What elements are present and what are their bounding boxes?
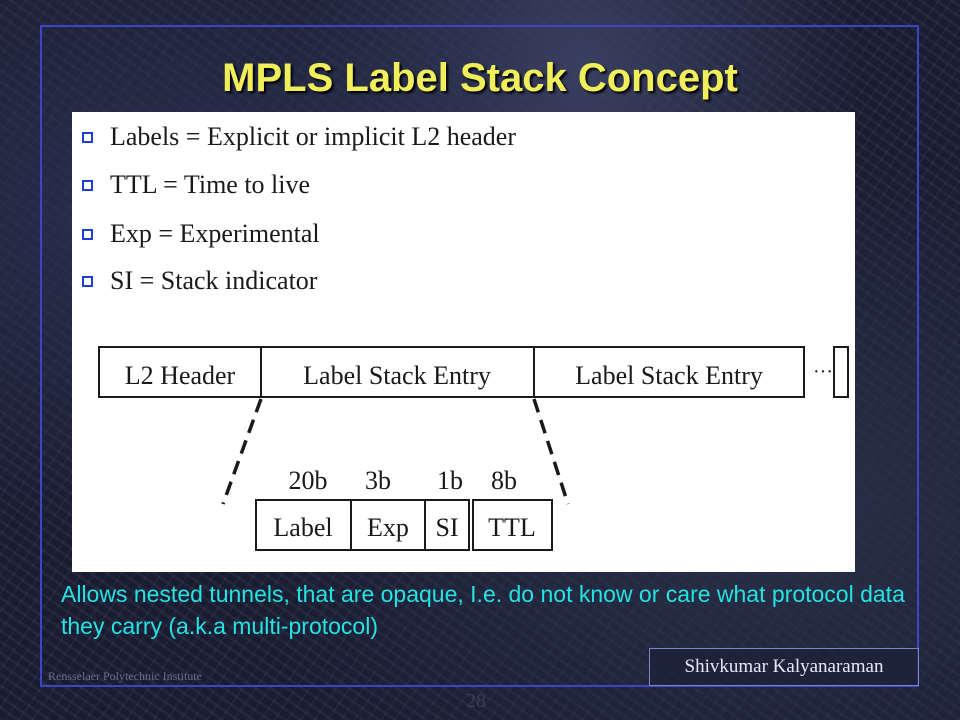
label-stack-entry-label: Label Stack Entry	[303, 361, 491, 390]
field-box-si	[424, 499, 470, 551]
packet-frame: L2 Header Label Stack Entry Label Stack …	[98, 346, 849, 398]
l2-header-label: L2 Header	[125, 361, 236, 390]
field-box-ttl	[472, 499, 553, 551]
label-stack-entry-label: Label Stack Entry	[575, 361, 763, 390]
bit-width-label: 3b	[365, 466, 391, 495]
author-name: Shivkumar Kalyanaraman	[649, 648, 919, 686]
bullet-text: Exp = Experimental	[110, 219, 320, 248]
label-stack-entry-fields: Label Exp SI TTL	[255, 499, 553, 551]
bit-width-label: 8b	[491, 466, 517, 495]
bullet-text: TTL = Time to live	[110, 170, 310, 199]
field-name: Label	[273, 513, 332, 542]
bullet-item: SI = Stack indicator	[82, 266, 318, 295]
bullet-text: SI = Stack indicator	[110, 266, 318, 295]
bullet-item: Exp = Experimental	[82, 219, 320, 248]
field-bit-widths: 20b 3b 1b 8b	[289, 466, 518, 495]
slide-frame	[40, 25, 919, 687]
field-name: Exp	[367, 513, 409, 542]
page-number: 28	[466, 690, 486, 712]
expand-line-left	[221, 398, 263, 505]
field-name: SI	[435, 513, 458, 542]
slide-title: MPLS Label Stack Concept	[222, 56, 738, 100]
ellipsis-label: ···	[813, 361, 833, 383]
label-stack-diagram: Labels = Explicit or implicit L2 header …	[82, 122, 849, 551]
bullet-text: Labels = Explicit or implicit L2 header	[110, 122, 516, 151]
expand-line-right	[532, 398, 570, 505]
label-stack-entry-box	[533, 346, 805, 398]
bit-width-label: 20b	[289, 466, 328, 495]
slide-caption: Allows nested tunnels, that are opaque, …	[61, 581, 905, 639]
field-name: TTL	[488, 513, 536, 542]
institute-name: Rensselaer Polytechnic Institute	[48, 669, 202, 683]
bit-width-label: 1b	[437, 466, 463, 495]
label-stack-figure: Labels = Explicit or implicit L2 header …	[72, 112, 855, 572]
bullet-item: TTL = Time to live	[82, 170, 310, 199]
bullet-item: Labels = Explicit or implicit L2 header	[82, 122, 516, 151]
trailing-box	[833, 346, 849, 398]
bullet-list: Labels = Explicit or implicit L2 header …	[82, 122, 516, 295]
